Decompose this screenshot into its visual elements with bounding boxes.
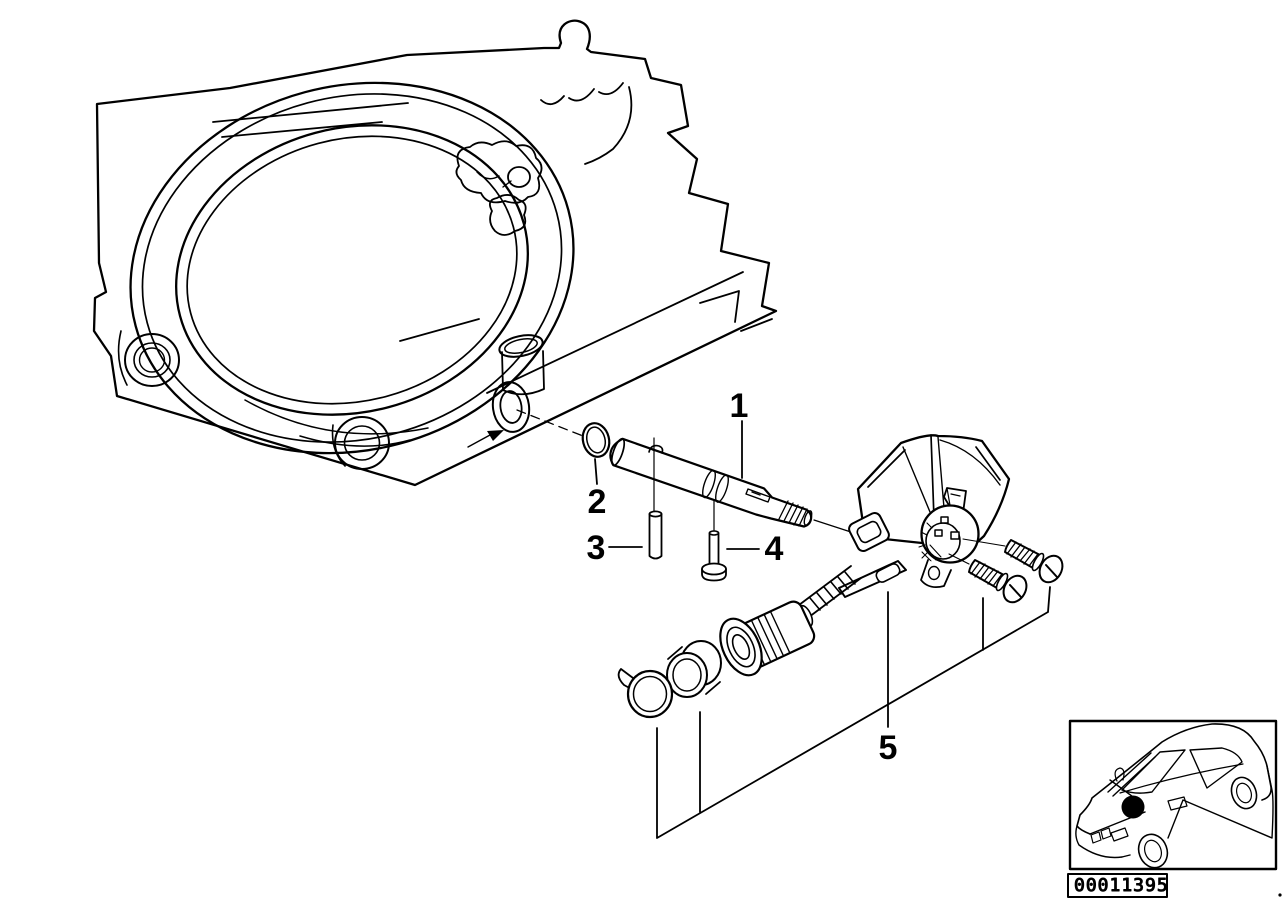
screw-lower (968, 559, 1028, 604)
part-location-dot (1121, 795, 1145, 819)
callout-5-leader-bracket (656, 586, 1051, 839)
image-code-box: 00011395 (1067, 873, 1169, 898)
callout-2-leader (594, 458, 598, 485)
callout-2-label[interactable]: 2 (588, 483, 607, 521)
callout-1-label[interactable]: 1 (730, 387, 749, 425)
o-ring-part (581, 422, 611, 458)
car-mirror (1114, 767, 1125, 782)
headlight (1110, 827, 1129, 842)
sealing-cap-part (617, 668, 674, 719)
transmission-housing (92, 19, 778, 487)
image-code-text: 00011395 (1074, 875, 1169, 896)
headed-pin-part (701, 530, 727, 582)
screw-upper (1004, 539, 1064, 584)
image-code-frame (1067, 873, 1168, 898)
axis-arrowhead (487, 430, 504, 441)
fastening-screws (948, 538, 1064, 604)
bushing-ring-part (666, 640, 722, 698)
callout-labels: 1 2 3 4 5 (587, 387, 898, 767)
position-switch-assembly (719, 434, 1011, 677)
cylindrical-pin-part (648, 510, 663, 560)
callout-3-label[interactable]: 3 (587, 529, 606, 567)
kidney-grille (1090, 827, 1112, 844)
car-icon (1075, 723, 1274, 869)
car-location-thumbnail (1068, 719, 1278, 871)
callout-leader-lines (594, 420, 1051, 839)
selector-shaft-part (609, 437, 813, 528)
callout-4-label[interactable]: 4 (765, 530, 784, 568)
pin-locator-lines (653, 437, 715, 533)
callout-5-label[interactable]: 5 (879, 729, 898, 767)
speck (1278, 893, 1282, 897)
assembly-axis-line (467, 409, 855, 534)
